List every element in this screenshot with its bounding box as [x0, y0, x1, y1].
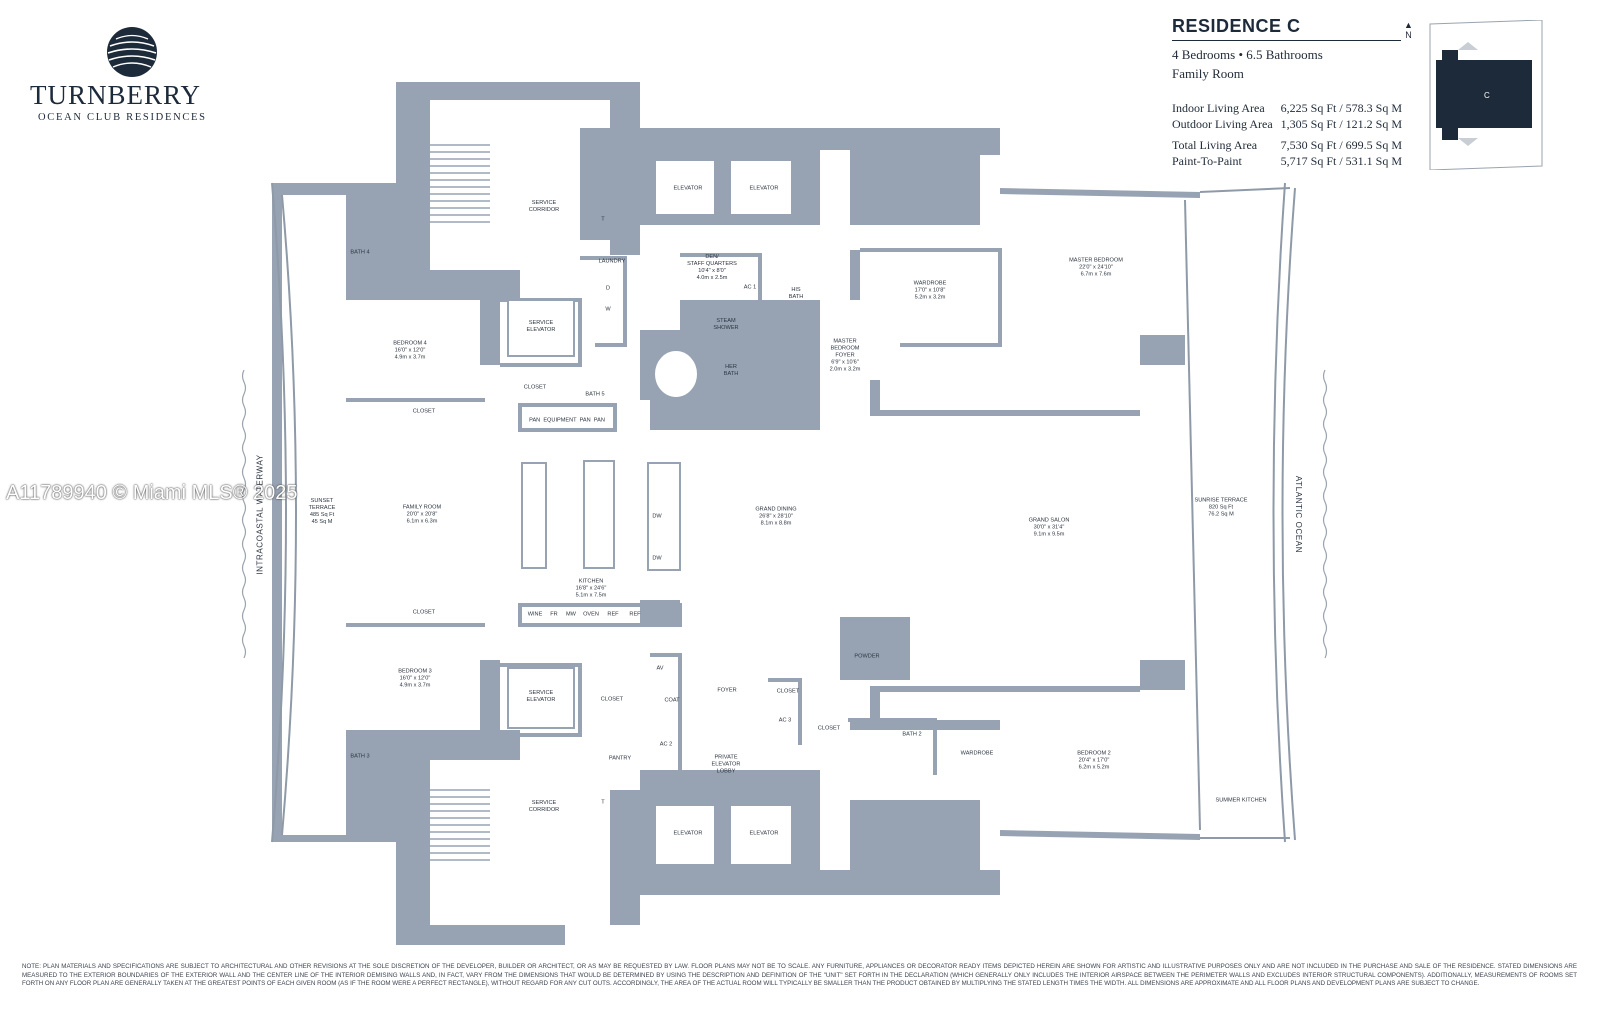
- area-label: Paint-To-Paint: [1172, 154, 1242, 168]
- area-row-total: Total Living Area 7,530 Sq Ft / 699.5 Sq…: [1172, 138, 1402, 153]
- washer-label: W: [605, 306, 611, 313]
- room-closet-b3: CLOSET: [600, 696, 624, 703]
- disclaimer-note: NOTE: PLAN MATERIALS AND SPECIFICATIONS …: [22, 963, 1577, 988]
- room-steam-shower: STEAM SHOWER: [713, 318, 739, 331]
- area-row-outdoor: Outdoor Living Area 1,305 Sq Ft / 121.2 …: [1172, 117, 1402, 132]
- room-bedroom2: BEDROOM 2 20'4" x 17'0" 6.2m x 5.2m: [1077, 750, 1111, 771]
- room-his-bath: HIS BATH: [788, 287, 804, 300]
- room-closet-ac3: CLOSET: [817, 725, 841, 732]
- room-closet-mid: CLOSET: [523, 384, 547, 391]
- area-value: 1,305 Sq Ft / 121.2 Sq M: [1280, 117, 1402, 131]
- room-elevator-4: ELEVATOR: [749, 830, 779, 837]
- room-elevator-1: ELEVATOR: [673, 185, 703, 192]
- room-family-room: FAMILY ROOM 20'0" x 20'8" 6.1m x 6.3m: [402, 504, 442, 525]
- room-pan-equipment: PAN EQUIPMENT PAN PAN: [529, 417, 605, 424]
- mls-watermark: A11789940 © Miami MLS® 2025: [6, 482, 298, 504]
- room-sunrise-terrace: SUNRISE TERRACE 820 Sq Ft 76.2 Sq M: [1194, 497, 1248, 518]
- room-kitchen: KITCHEN 16'8" x 24'6" 5.1m x 7.5m: [575, 578, 607, 599]
- residence-title: RESIDENCE C: [1172, 16, 1301, 36]
- room-sunset-terrace: SUNSET TERRACE 485 Sq Ft 45 Sq M: [308, 498, 336, 525]
- area-label: Indoor Living Area: [1172, 101, 1265, 115]
- brand-subtitle: OCEAN CLUB RESIDENCES: [38, 112, 207, 123]
- room-bedroom4: BEDROOM 4 16'0" x 12'0" 4.9m x 3.7m: [393, 340, 427, 361]
- appliance-ref-2: REF: [629, 611, 641, 618]
- room-summer-kitchen: SUMMER KITCHEN: [1215, 797, 1267, 804]
- title-rule: [1172, 40, 1401, 41]
- area-value: 7,530 Sq Ft / 699.5 Sq M: [1280, 138, 1402, 152]
- room-closet-foyer: CLOSET: [776, 688, 800, 695]
- room-closet-fr: CLOSET: [412, 609, 436, 616]
- room-pantry: PANTRY: [608, 755, 632, 762]
- north-arrow-icon: ▲: [1404, 20, 1413, 30]
- appliance-ref-1: REF: [607, 611, 619, 618]
- room-bath2: BATH 2: [902, 731, 922, 738]
- room-private-lobby: PRIVATE ELEVATOR LOBBY: [711, 754, 741, 775]
- room-closet-b4: CLOSET: [412, 408, 436, 415]
- room-master-foyer: MASTER BEDROOM FOYER 6'9" x 10'6" 2.0m x…: [829, 338, 861, 373]
- area-row-indoor: Indoor Living Area 6,225 Sq Ft / 578.3 S…: [1172, 101, 1402, 116]
- room-powder: POWDER: [854, 653, 880, 660]
- north-label: N: [1405, 30, 1412, 40]
- room-master-bedroom: MASTER BEDROOM 22'0" x 24'10" 6.7m x 7.6…: [1069, 257, 1123, 278]
- area-row-paint: Paint-To-Paint 5,717 Sq Ft / 531.1 Sq M: [1172, 154, 1402, 169]
- bed-bath-count: 4 Bedrooms • 6.5 Bathrooms: [1172, 47, 1323, 62]
- appliance-mw: MW: [566, 611, 576, 618]
- north-arrow: ▲ N: [1404, 20, 1413, 40]
- room-ac1: AC 1: [743, 284, 757, 291]
- brand-name: TURNBERRY: [30, 80, 202, 110]
- room-foyer: FOYER: [717, 687, 737, 694]
- room-service-corridor-top: SERVICE CORRIDOR: [528, 200, 560, 213]
- turnberry-logo: [107, 27, 157, 77]
- room-bath3: BATH 3: [350, 753, 370, 760]
- intracoastal-label: INTRACOASTAL WATERWAY: [255, 454, 265, 575]
- room-service-elevator-top: SERVICE ELEVATOR: [526, 320, 556, 333]
- room-wardrobe-b2: WARDROBE: [960, 750, 994, 757]
- room-ac3: AC 3: [778, 717, 792, 724]
- appliance-oven: OVEN: [583, 611, 599, 618]
- room-grand-salon: GRAND SALON 30'0" x 31'4" 9.1m x 9.5m: [1028, 517, 1070, 538]
- room-her-bath: HER BATH: [723, 364, 739, 377]
- room-grand-dining: GRAND DINING 26'8" x 28'10" 8.1m x 8.8m: [755, 506, 797, 527]
- room-ac2: AC 2: [659, 741, 673, 748]
- room-coat: COAT: [664, 697, 680, 704]
- room-av: AV: [656, 665, 664, 672]
- room-elevator-3: ELEVATOR: [673, 830, 703, 837]
- trash-bottom: T: [601, 799, 605, 806]
- appliance-fr: FR: [550, 611, 558, 618]
- key-plan: C: [1429, 20, 1543, 170]
- room-service-elevator-bottom: SERVICE ELEVATOR: [526, 690, 556, 703]
- room-bedroom3: BEDROOM 3 16'0" x 12'0" 4.9m x 3.7m: [398, 668, 432, 689]
- dryer-label: D: [605, 285, 611, 292]
- room-wardrobe-master: WARDROBE 17'0" x 10'8" 5.2m x 3.2m: [913, 280, 947, 301]
- area-value: 6,225 Sq Ft / 578.3 Sq M: [1280, 101, 1402, 115]
- keyplan-unit-label: C: [1484, 91, 1490, 100]
- ocean-label: ATLANTIC OCEAN: [1294, 475, 1304, 554]
- room-den: DEN/ STAFF QUARTERS 10'4" x 8'0" 4.0m x …: [687, 254, 737, 281]
- room-elevator-2: ELEVATOR: [749, 185, 779, 192]
- area-value: 5,717 Sq Ft / 531.1 Sq M: [1280, 154, 1402, 168]
- room-dw-1: DW: [652, 513, 662, 520]
- area-label: Outdoor Living Area: [1172, 117, 1273, 131]
- brand-block: TURNBERRY OCEAN CLUB RESIDENCES: [20, 22, 230, 132]
- room-dw-2: DW: [652, 555, 662, 562]
- room-laundry: LAUNDRY: [598, 258, 626, 265]
- room-bath5: BATH 5: [585, 391, 605, 398]
- extra-room: Family Room: [1172, 66, 1244, 81]
- room-service-corridor-bottom: SERVICE CORRIDOR: [528, 800, 560, 813]
- trash-top: T: [601, 216, 605, 223]
- room-bath4: BATH 4: [350, 249, 370, 256]
- appliance-wine: WINE: [527, 611, 543, 618]
- area-label: Total Living Area: [1172, 138, 1258, 152]
